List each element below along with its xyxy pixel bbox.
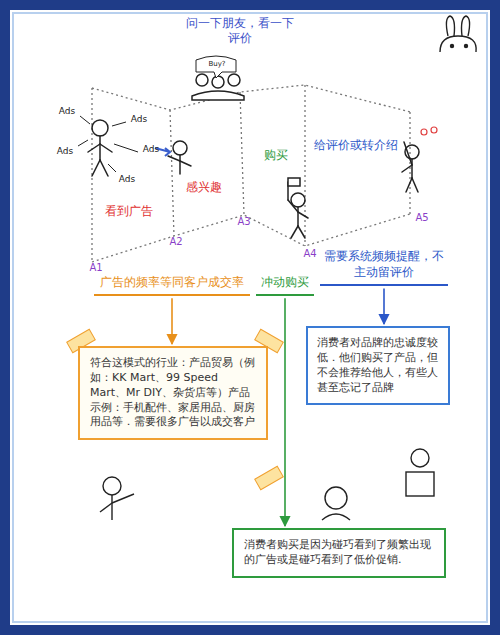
stage-label: Ads <box>114 174 140 185</box>
stick-figures <box>88 74 419 238</box>
stage-label: 感兴趣 <box>176 180 232 195</box>
stage-label: Ads <box>138 144 164 155</box>
bracket-label: 需要系统频频提醒，不主动留评价 <box>320 246 448 286</box>
callout-number: A5 <box>410 212 434 225</box>
speech-bubble <box>196 56 236 78</box>
connector-arrow <box>284 298 286 526</box>
note-box: 消费者对品牌的忠诚度较低．他们购买了产品，但不会推荐给他人，有些人甚至忘记了品牌 <box>306 326 450 405</box>
stage-label: 给评价或转介绍 <box>308 138 404 153</box>
outer-border <box>5 5 495 630</box>
box-figures <box>100 449 434 520</box>
stage-label: 购买 <box>256 148 296 163</box>
stage-label: Ads <box>52 146 78 157</box>
tape-corners <box>67 329 284 489</box>
callout-number: A4 <box>298 248 322 261</box>
node-text: 符合这模式的行业：产品贸易（例如：KK Mart、99 Speed Mart、M… <box>90 356 256 430</box>
node-text: 消费者对品牌的忠诚度较低．他们购买了产品，但不会推荐给他人，有些人甚至忘记了品牌 <box>317 336 439 395</box>
bracket-label: 广告的频率等同客户成交率 <box>94 272 250 296</box>
note-box: 消费者购买是因为碰巧看到了频繁出现的广告或是碰巧看到了低价促销. <box>232 528 446 578</box>
node-text: 冲动购买 <box>258 274 312 290</box>
stage-label: 看到广告 <box>94 204 164 219</box>
stars <box>421 127 437 135</box>
stage-label: 问一下朋友，看一下评价 <box>186 16 294 46</box>
ad-arrows <box>78 116 138 172</box>
callout-number: A1 <box>84 262 108 275</box>
callout-number: A2 <box>164 236 188 249</box>
inner-border <box>13 13 487 622</box>
node-text: 需要系统频频提醒，不主动留评价 <box>322 248 446 280</box>
node-text: 消费者购买是因为碰巧看到了频繁出现的广告或是碰巧看到了低价促销. <box>244 538 434 568</box>
bunny-icon <box>440 16 476 52</box>
node-text: 广告的频率等同客户成交率 <box>96 274 248 290</box>
funnel-outline <box>92 85 410 262</box>
connector-arrow <box>383 288 385 324</box>
connector-arrow <box>171 298 173 344</box>
stage-label: Buy? <box>200 60 234 69</box>
note-box: 符合这模式的行业：产品贸易（例如：KK Mart、99 Speed Mart、M… <box>78 346 268 440</box>
bracket-label: 冲动购买 <box>256 272 314 296</box>
callout-number: A3 <box>232 216 256 229</box>
stage-label: Ads <box>54 106 80 117</box>
stage-label: Ads <box>126 114 152 125</box>
